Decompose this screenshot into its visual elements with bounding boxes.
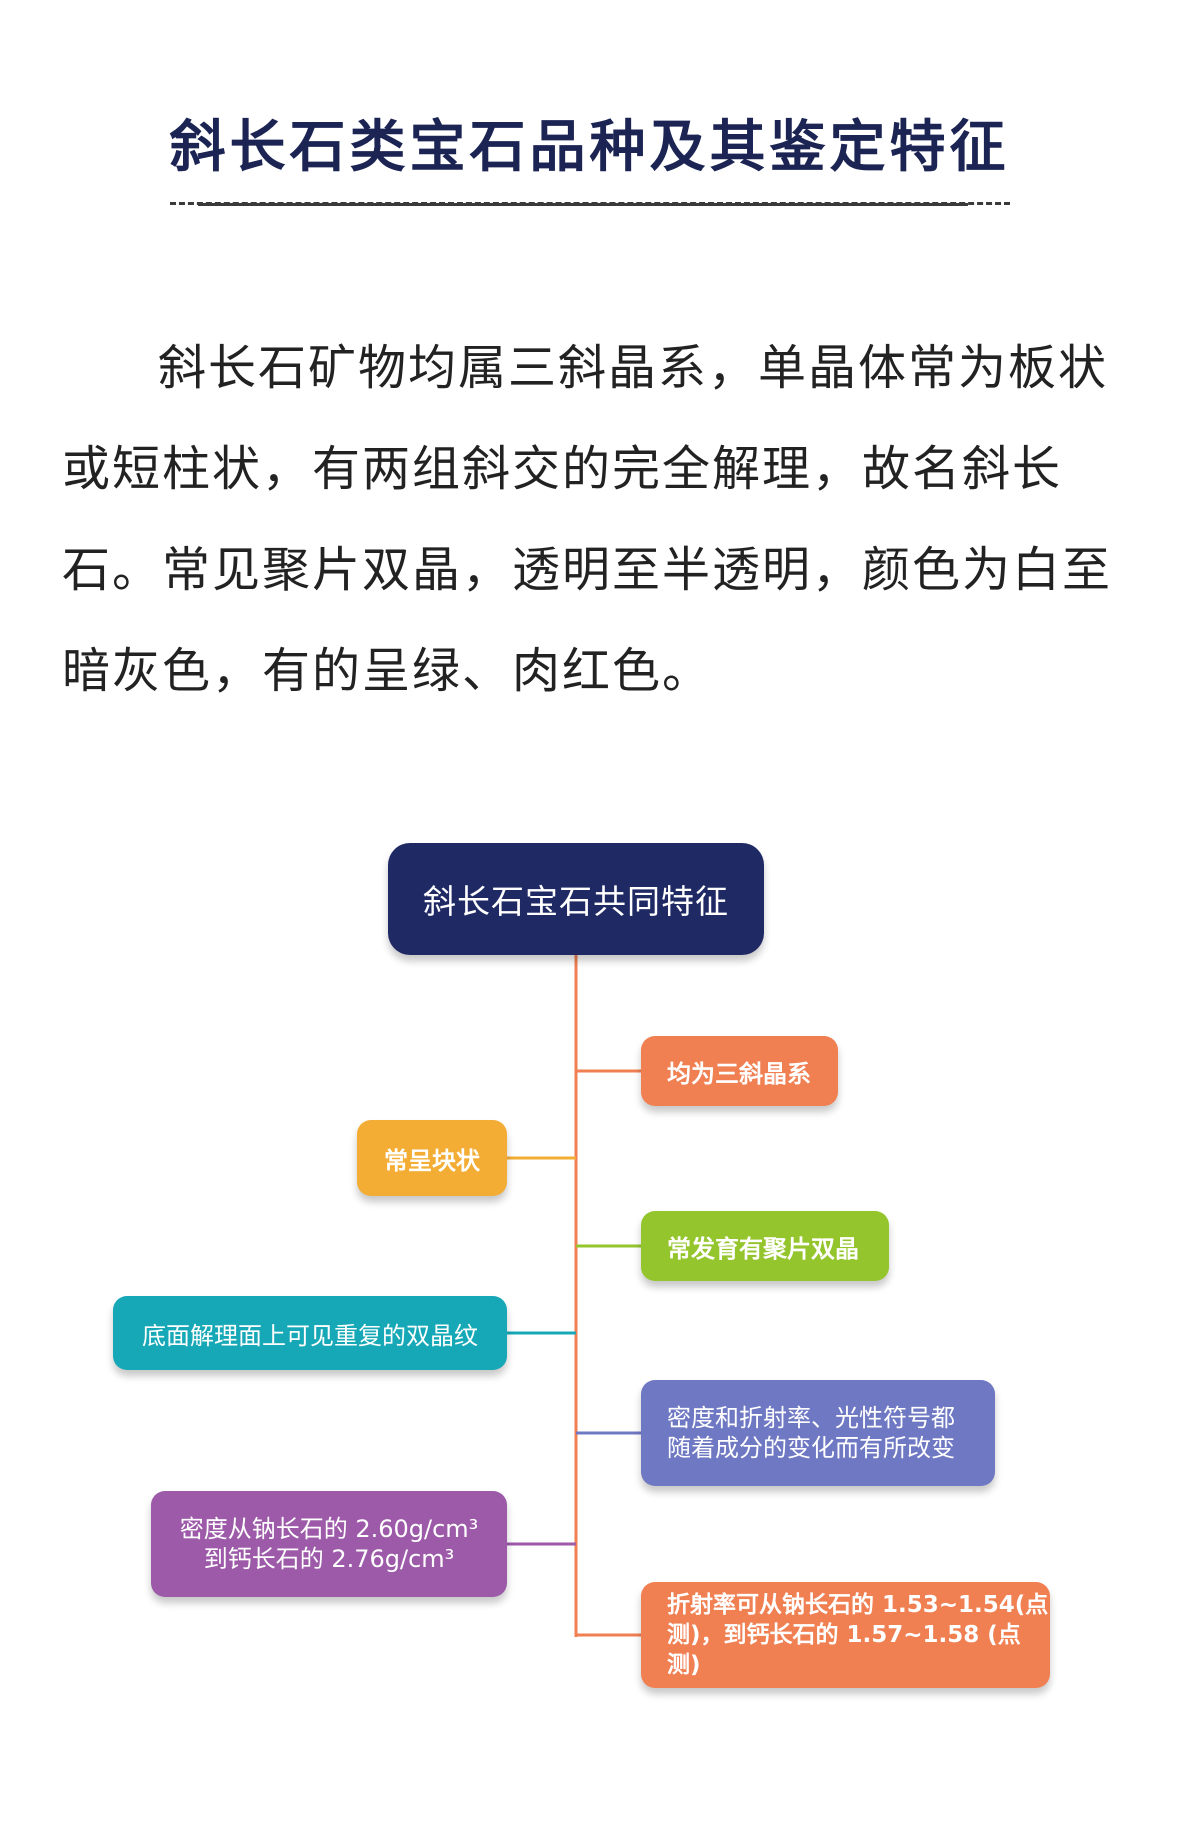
node-label-line-2: 到钙长石的 2.76g/cm³ xyxy=(203,1545,455,1573)
feature-node-massive: 常呈块状 xyxy=(357,1120,507,1196)
node-label-line-1: 密度和折射率、光性符号都 xyxy=(667,1404,955,1432)
node-label-line-2: 随着成分的变化而有所改变 xyxy=(667,1434,955,1462)
root-label: 斜长石宝石共同特征 xyxy=(423,882,729,921)
title-underline xyxy=(198,203,968,206)
feature-node-refractive-index: 折射率可从钠长石的 1.53~1.54(点 测)，到钙长石的 1.57~1.58… xyxy=(641,1582,1050,1688)
feature-node-triclinic: 均为三斜晶系 xyxy=(641,1036,838,1106)
node-label: 均为三斜晶系 xyxy=(667,1059,811,1088)
root-node: 斜长石宝石共同特征 xyxy=(388,843,764,955)
node-label-line-2: 测)，到钙长石的 1.57~1.58 (点测) xyxy=(667,1622,1021,1678)
feature-node-composition-variation: 密度和折射率、光性符号都 随着成分的变化而有所改变 xyxy=(641,1380,995,1486)
intro-paragraph: 斜长石矿物均属三斜晶系，单晶体常为板状或短柱状，有两组斜交的完全解理，故名斜长石… xyxy=(62,340,1113,699)
node-label: 底面解理面上可见重复的双晶纹 xyxy=(142,1321,478,1350)
node-label: 常呈块状 xyxy=(384,1146,480,1175)
feature-node-twin-striations: 底面解理面上可见重复的双晶纹 xyxy=(113,1296,507,1370)
node-label-line-1: 折射率可从钠长石的 1.53~1.54(点 xyxy=(667,1592,1049,1618)
feature-node-density: 密度从钠长石的 2.60g/cm³ 到钙长石的 2.76g/cm³ xyxy=(151,1491,507,1597)
node-label-line-1: 密度从钠长石的 2.60g/cm³ xyxy=(179,1515,479,1543)
feature-node-polysynthetic-twin: 常发育有聚片双晶 xyxy=(641,1211,889,1281)
node-label: 常发育有聚片双晶 xyxy=(667,1234,859,1263)
